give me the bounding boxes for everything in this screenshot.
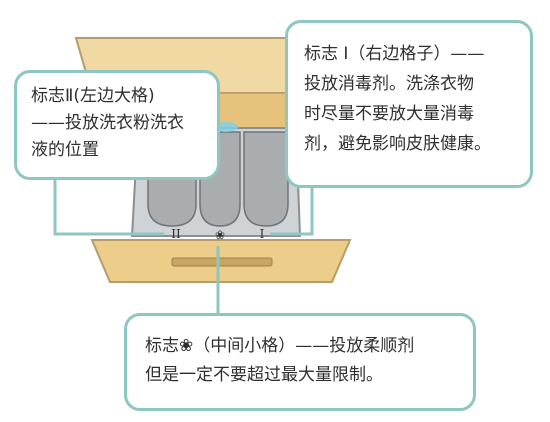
connector-right: [270, 186, 314, 236]
callout-bottom-line-2: 但是一定不要超过最大量限制。: [145, 365, 383, 385]
callout-middle-compartment: 标志❀（中间小格）——投放柔顺剂 但是一定不要超过最大量限制。: [124, 313, 476, 411]
callout-right-line-4: 剂，避免影响皮肤健康。: [304, 134, 491, 154]
compartment-right: [243, 131, 289, 227]
callout-left-line-3: 液的位置: [31, 140, 99, 160]
callout-right-line-2: 投放消毒剂。洗涤衣物: [304, 74, 474, 94]
connector-left: [53, 178, 164, 236]
callout-left-line-2: ——投放洗衣粉洗衣: [31, 113, 184, 133]
callout-left-compartment: 标志Ⅱ(左边大格) ——投放洗衣粉洗衣 液的位置: [14, 70, 220, 180]
drawer-handle-slot: [171, 257, 273, 267]
water-splash: [214, 122, 238, 132]
compartment-label-right: I: [260, 227, 265, 241]
callout-right-line-1: 标志 I（右边格子）——: [304, 44, 485, 64]
callout-bottom-line-1: 标志❀（中间小格）——投放柔顺剂: [145, 336, 415, 356]
callout-right-line-3: 时尽量不要放大量消毒: [304, 104, 474, 124]
callout-right-compartment: 标志 I（右边格子）—— 投放消毒剂。洗涤衣物 时尽量不要放大量消毒 剂，避免影…: [285, 20, 533, 188]
compartment-label-middle: ❀: [215, 228, 225, 242]
compartment-label-left: II: [171, 227, 181, 241]
callout-left-line-1: 标志Ⅱ(左边大格): [31, 86, 155, 106]
